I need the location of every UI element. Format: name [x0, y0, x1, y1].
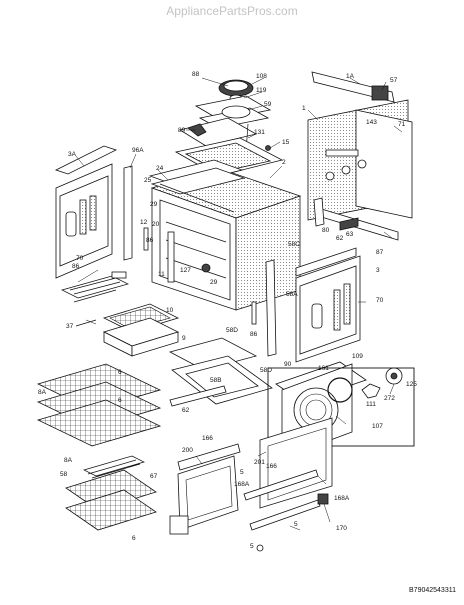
document-number: B79042543311 — [409, 587, 456, 594]
callout: 168A — [234, 481, 250, 488]
callout: 10 — [166, 307, 174, 314]
callout: 71 — [398, 121, 406, 128]
fan-group-box — [267, 367, 415, 447]
callout: 37 — [66, 323, 74, 330]
callout: 87 — [376, 249, 384, 256]
callout: 1A — [346, 73, 355, 80]
callout: 125 — [406, 381, 417, 388]
callout: 111 — [366, 401, 376, 408]
callout: 166 — [202, 435, 213, 442]
callout: 170 — [336, 525, 347, 532]
callout: 107 — [372, 423, 383, 430]
callout: 59 — [264, 101, 272, 108]
right-side-panel — [295, 247, 361, 363]
callout: 8A — [64, 457, 73, 464]
callout: 63 — [346, 231, 354, 238]
storage-drawer — [177, 417, 333, 552]
callout: 8A — [38, 389, 47, 396]
rear-panel-assembly — [307, 71, 413, 221]
callout: 166 — [266, 463, 277, 470]
callout: 58D — [260, 367, 272, 374]
callout: 62 — [182, 407, 190, 414]
callout: 89 — [178, 127, 186, 134]
callout: 96A — [132, 147, 144, 154]
callout: 86 — [72, 263, 80, 270]
watermark-text: AppliancePartsPros.com — [166, 4, 298, 18]
callout: 70 — [376, 297, 384, 304]
front-frame-top — [148, 159, 246, 213]
callout: 1 — [302, 105, 306, 112]
convection-fan-assembly-rear — [275, 361, 403, 459]
callout: 58B — [210, 377, 222, 384]
callout: 6 — [132, 535, 136, 542]
callout: 70 — [76, 255, 84, 262]
broiler-pan — [102, 303, 180, 357]
callout: 201 — [254, 459, 265, 466]
callout: 86 — [146, 237, 154, 244]
callout: 24 — [156, 165, 164, 172]
callout: 127 — [180, 267, 191, 274]
callout: 9 — [182, 335, 186, 342]
callout: 200 — [182, 447, 193, 454]
callout: 25 — [144, 177, 152, 184]
callout: 80 — [322, 227, 330, 234]
callout: 3 — [376, 267, 380, 274]
callout: 86 — [250, 331, 258, 338]
bottom-front-frame — [168, 337, 273, 407]
callout: 6 — [118, 369, 122, 376]
callout: 5 — [240, 469, 244, 476]
left-side-panel — [54, 145, 118, 279]
callout: 58C — [288, 241, 300, 248]
callout: 29 — [210, 279, 218, 286]
callout: 161 — [318, 365, 329, 372]
callout: 2 — [282, 159, 286, 166]
callout: 57 — [390, 77, 398, 84]
callout: 143 — [366, 119, 377, 126]
callout: 29 — [150, 201, 158, 208]
rear-brackets — [313, 197, 399, 241]
callout: 58 — [60, 471, 68, 478]
oven-racks — [36, 363, 162, 447]
cavity-side-trims — [123, 165, 277, 357]
callout: 58D — [226, 327, 238, 334]
callout: 67 — [150, 473, 158, 480]
bake-element — [61, 271, 129, 303]
callout: 12 — [140, 219, 148, 226]
callout: 20 — [152, 221, 160, 228]
callout: 168A — [334, 495, 350, 502]
callout: 108 — [256, 73, 267, 80]
callout: 3A — [68, 151, 77, 158]
warming-drawer-element — [65, 455, 189, 535]
callout: 11 — [158, 271, 165, 278]
callout: 131 — [254, 129, 265, 136]
callout: 5 — [250, 543, 254, 550]
leader-lines — [75, 77, 403, 531]
callout: 62 — [336, 235, 344, 242]
callout: 58A — [286, 291, 298, 298]
callout: 88 — [192, 71, 200, 78]
callout: 272 — [384, 395, 395, 402]
callout-labels: 88 108 119 59 89 131 15 1A 57 1 143 71 3… — [38, 71, 417, 550]
callout: 6 — [118, 397, 122, 404]
callout: 5 — [294, 521, 298, 528]
callout: 90 — [284, 361, 292, 368]
callout: 109 — [352, 353, 363, 360]
callout: 119 — [256, 87, 267, 94]
callout: 15 — [282, 139, 290, 146]
